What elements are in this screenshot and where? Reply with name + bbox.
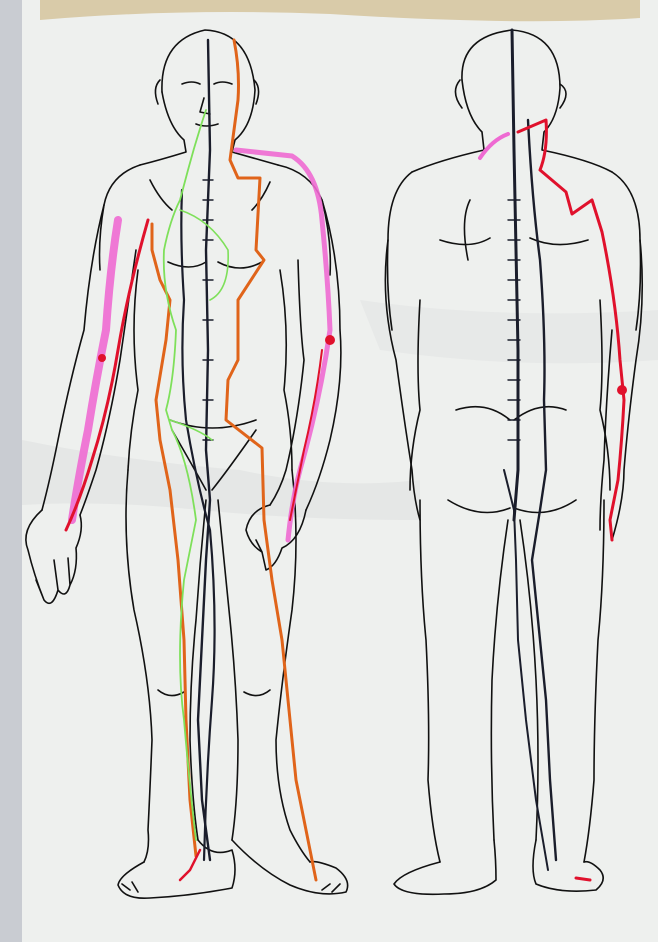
paper-left-edge xyxy=(0,0,22,942)
front-acupoint xyxy=(98,354,106,362)
front-acupoint xyxy=(325,335,335,345)
back-acupoint xyxy=(617,385,627,395)
back-red-channel xyxy=(576,878,590,880)
